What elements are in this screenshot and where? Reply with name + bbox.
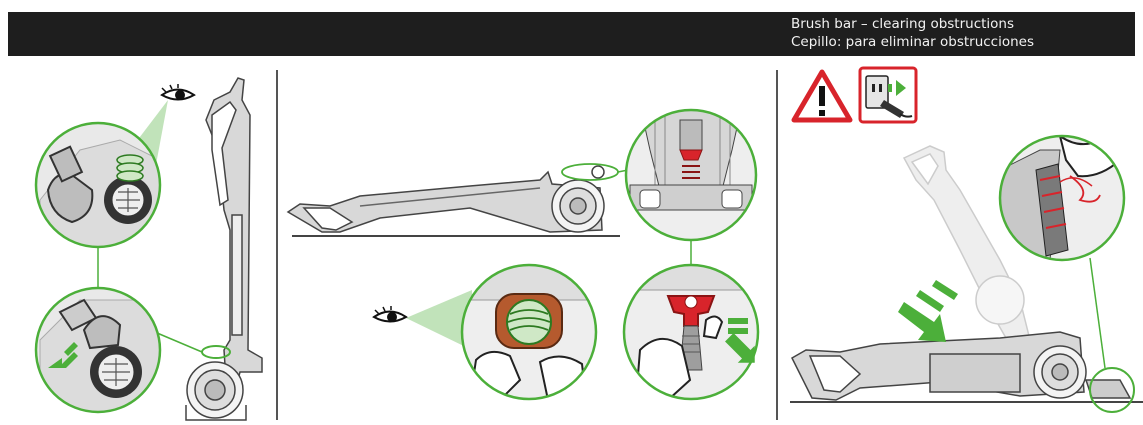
panel-2 (286, 108, 760, 401)
zoom-detail-6 (1000, 136, 1124, 260)
direction-arrow-icon (725, 318, 755, 363)
upright-vacuum (185, 77, 263, 421)
zoom-detail-1 (36, 123, 160, 247)
title-english: Brush bar – clearing obstructions (791, 16, 1015, 32)
ghost-upright-vacuum (902, 145, 1031, 346)
reclined-vacuum-2 (791, 331, 1132, 401)
view-beam-2 (406, 290, 472, 350)
warning-icon (791, 69, 853, 123)
eye-icon (160, 84, 196, 101)
direction-arrow-icon (48, 342, 78, 368)
panel-divider-1 (276, 70, 278, 420)
title-spanish: Cepillo: para eliminar obstrucciones (791, 34, 1034, 50)
eye-icon (372, 306, 408, 323)
zoom-detail-2 (36, 288, 160, 412)
zoom-detail-3 (626, 110, 756, 240)
header-bar: Brush bar – clearing obstructions Cepill… (8, 12, 1135, 56)
panel-3 (790, 66, 1143, 413)
panel-divider-2 (776, 70, 778, 420)
reclined-vacuum (286, 165, 605, 233)
panel-1 (34, 77, 263, 421)
direction-arrow-icon (898, 280, 958, 342)
zoom-detail-4 (462, 265, 596, 399)
unplug-icon (858, 66, 918, 124)
